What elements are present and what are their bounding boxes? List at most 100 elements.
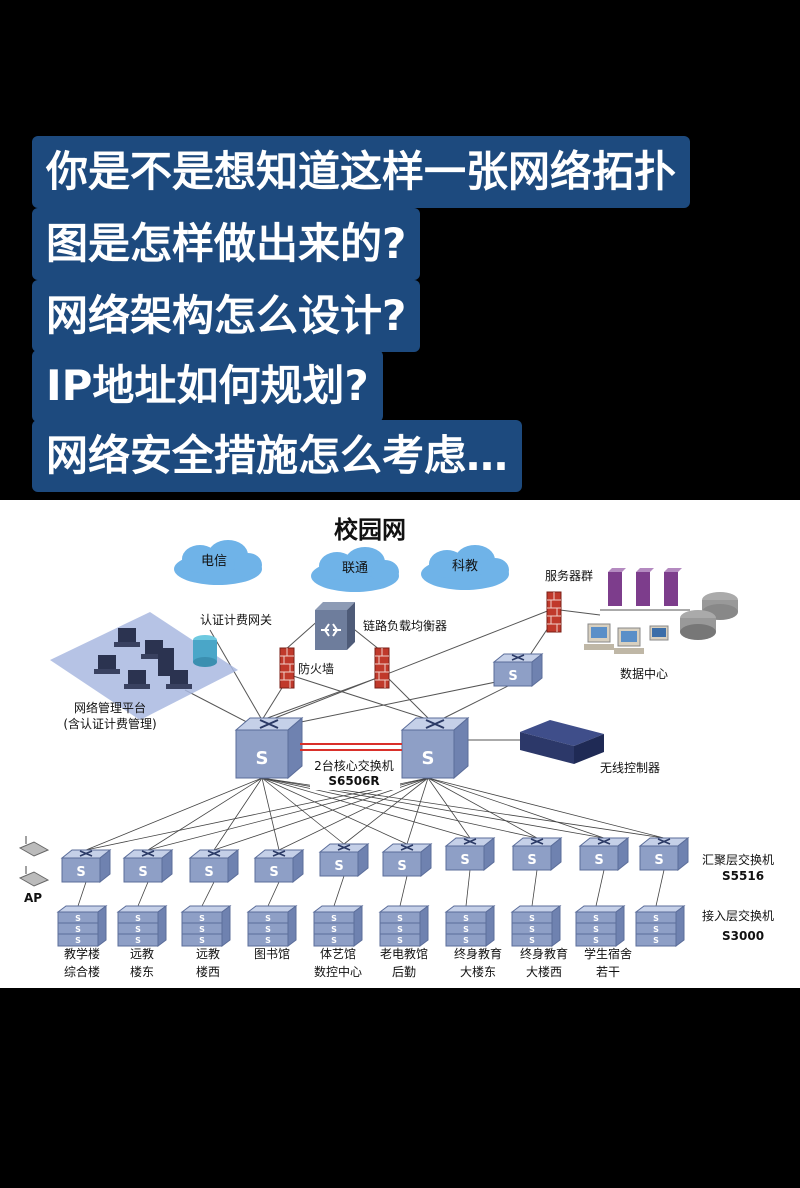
downlink-line — [201, 881, 215, 907]
caption-line: 网络安全措施怎么考虑… — [32, 420, 523, 492]
firewall-icon — [279, 647, 295, 689]
uplink-line — [261, 777, 408, 845]
uplink-line — [427, 777, 538, 839]
aggregation-switch-icon: S — [254, 849, 304, 883]
building-labels: 教学楼综合楼远教楼东远教楼西图书馆体艺馆数控中心老电教馆后勤终身教育大楼东终身教… — [64, 946, 632, 979]
switch-glyph: S — [334, 859, 343, 874]
aggregation-switch-icon: S — [445, 837, 495, 871]
downlink-line — [399, 875, 408, 907]
uplink-line — [261, 777, 471, 839]
caption-line: 网络架构怎么设计? — [32, 280, 421, 352]
topology-canvas: S S S — [18, 516, 774, 979]
svg-text:联通: 联通 — [342, 561, 368, 576]
data-center-label: 数据中心 — [620, 666, 668, 681]
downlink-line — [655, 869, 665, 907]
server-rack-icon — [600, 568, 690, 611]
access-switch-stack-icon — [247, 905, 297, 947]
core-label: 2台核心交换机 — [314, 758, 394, 773]
firewall-icon — [546, 591, 562, 633]
aggregation-switch-icon: S — [189, 849, 239, 883]
storage-icon — [680, 592, 738, 640]
downlink-line — [137, 881, 149, 907]
switch-glyph: S — [397, 859, 406, 874]
access-switch-stack-icon — [445, 905, 495, 947]
building-label: 数控中心 — [314, 964, 362, 979]
caption-line: 你是不是想知道这样一张网络拓扑 — [32, 136, 691, 208]
load-balancer-icon — [315, 602, 355, 650]
management-platform-area — [50, 612, 238, 720]
core-switch-icon: S — [234, 716, 304, 780]
building-label: 若干 — [596, 965, 620, 979]
building-label: 远教 — [130, 946, 154, 961]
uplink-line — [343, 777, 429, 845]
access-switch-stack-icon — [181, 905, 231, 947]
diagram-title: 校园网 — [334, 516, 406, 544]
network-topology-diagram: S S S — [0, 500, 800, 988]
firewall-icon — [374, 647, 390, 689]
core-model-label: S6506R — [328, 774, 379, 788]
downlink-line — [531, 869, 538, 907]
mgmt-platform-sublabel: (含认证计费管理) — [63, 716, 156, 731]
access-switch-stack-icon — [635, 905, 685, 947]
aggregation-model-label: S5516 — [722, 869, 764, 883]
mgmt-platform-label: 网络管理平台 — [74, 700, 146, 715]
pc-icon — [166, 670, 192, 689]
switch-glyph: S — [654, 853, 663, 868]
wireless-controller-label: 无线控制器 — [600, 761, 660, 775]
wireless-controller-icon — [520, 720, 604, 764]
uplink-line — [278, 777, 429, 851]
svg-text:S: S — [422, 748, 435, 769]
pc-icon — [114, 628, 140, 647]
building-label: 综合楼 — [64, 964, 100, 979]
access-switch-stack-icon — [57, 905, 107, 947]
uplink-line — [85, 777, 263, 851]
switch-glyph: S — [460, 853, 469, 868]
auth-gateway-label: 认证计费网关 — [200, 613, 272, 627]
load-balancer-label: 链路负载均衡器 — [363, 618, 447, 633]
access-switch-stack-icon — [575, 905, 625, 947]
access-switch-stack-icon — [117, 905, 167, 947]
downlink-line — [77, 881, 87, 907]
building-label: 楼东 — [130, 964, 154, 979]
uplink-line — [406, 777, 429, 845]
aggregation-switch-icon: S — [639, 837, 689, 871]
uplink-line — [147, 777, 263, 851]
building-label: 终身教育 — [520, 946, 568, 961]
uplink-line — [427, 777, 471, 839]
pc-icon — [94, 655, 120, 674]
ap-label: AP — [24, 891, 42, 905]
switch-glyph: S — [76, 865, 85, 880]
aggregation-label: 汇聚层交换机 — [702, 852, 774, 867]
building-label: 图书馆 — [254, 946, 290, 961]
server-group-label: 服务器群 — [545, 568, 593, 583]
svg-text:科教: 科教 — [452, 558, 478, 574]
access-switch-stack-icon — [379, 905, 429, 947]
building-label: 体艺馆 — [320, 946, 356, 961]
building-label: 大楼东 — [460, 964, 496, 979]
switch-glyph: S — [204, 865, 213, 880]
core-label-bg — [310, 756, 400, 790]
firewall-label: 防火墙 — [298, 661, 334, 676]
building-label: 教学楼 — [64, 946, 100, 961]
aggregation-switch-icon: S — [512, 837, 562, 871]
building-label: 老电教馆 — [380, 946, 428, 961]
downlink-line — [465, 869, 471, 907]
uplink-line — [213, 777, 263, 851]
building-label: 远教 — [196, 946, 220, 961]
uplink-line — [261, 777, 280, 851]
downlink-line — [267, 881, 280, 907]
building-label: 学生宿舍 — [584, 946, 632, 961]
access-switch-stack-icon — [313, 905, 363, 947]
uplink-line — [427, 777, 665, 839]
access-label: 接入层交换机 — [702, 908, 774, 923]
workstation-icon — [584, 623, 669, 654]
building-label: 楼西 — [196, 964, 220, 979]
switch-glyph: S — [527, 853, 536, 868]
svg-text:S: S — [256, 748, 269, 769]
aggregation-switch-icon: S — [61, 849, 111, 883]
aggregation-switch-icon: S — [579, 837, 629, 871]
access-model-label: S3000 — [722, 929, 764, 943]
aggregation-switch-icon: S — [382, 843, 432, 877]
access-switch-row — [57, 905, 685, 947]
core-switch-icon: S — [400, 716, 470, 780]
